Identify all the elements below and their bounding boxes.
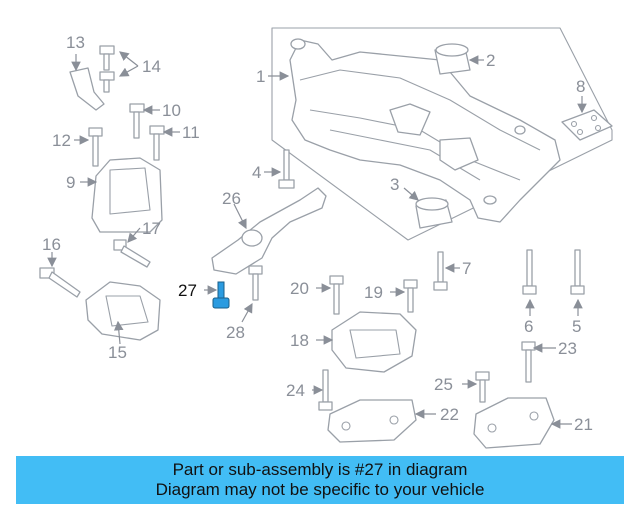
- leader-lines: [47, 51, 587, 429]
- part-20-bolt: [329, 275, 344, 315]
- callout-16: 16: [42, 235, 61, 254]
- banner-line-1: Part or sub-assembly is #27 in diagram: [172, 460, 468, 479]
- part-26-torque-arm: [211, 187, 327, 275]
- part-28-bolt: [248, 265, 263, 301]
- callout-20: 20: [290, 279, 309, 298]
- part-2-mount-bushing: [434, 43, 471, 75]
- part-9-mount: [91, 157, 163, 233]
- callout-14: 14: [142, 57, 161, 76]
- parts-diagram: 1 2 3 4 5 6 7 8 9 10 11 12 13 14 15 16 1…: [39, 27, 613, 449]
- part-8-bracket-plate: [561, 109, 613, 141]
- part-12-bolt: [88, 127, 103, 167]
- callout-11: 11: [182, 123, 200, 142]
- part-16-bolt: [39, 267, 81, 298]
- callout-5: 5: [572, 317, 581, 336]
- part-25-bolt: [475, 371, 490, 403]
- callout-1: 1: [256, 67, 265, 86]
- callout-27: 27: [178, 281, 197, 300]
- part-11-bolt: [149, 125, 165, 161]
- callout-17: 17: [142, 219, 161, 238]
- part-19-bolt: [403, 279, 418, 313]
- callout-labels: 1 2 3 4 5 6 7 8 9 10 11 12 13 14 15 16 1…: [42, 33, 593, 434]
- part-17-bolt: [113, 239, 151, 268]
- callout-4: 4: [252, 163, 261, 182]
- part-10-bolt: [129, 103, 145, 139]
- part-27-bolt-highlighted: [212, 281, 230, 309]
- callout-23: 23: [558, 339, 577, 358]
- part-4-bolt: [278, 149, 295, 189]
- part-23-bolt: [521, 341, 536, 383]
- callout-2: 2: [486, 51, 495, 70]
- subframe-group: [271, 27, 613, 241]
- part-18-transmission-mount: [331, 311, 417, 373]
- callout-18: 18: [290, 331, 309, 350]
- part-21-bracket: [473, 397, 555, 449]
- part-13-bracket: [69, 67, 105, 111]
- callout-15: 15: [108, 343, 127, 362]
- part-22-bracket: [327, 399, 417, 443]
- callout-9: 9: [66, 173, 75, 192]
- banner-line-2: Diagram may not be specific to your vehi…: [155, 480, 485, 499]
- callout-10: 10: [162, 101, 181, 120]
- callout-22: 22: [440, 405, 459, 424]
- callout-13: 13: [66, 33, 85, 52]
- part-6-bolt: [522, 249, 537, 295]
- callout-24: 24: [286, 381, 305, 400]
- part-3-mount-bushing: [415, 197, 453, 229]
- callout-3: 3: [390, 175, 399, 194]
- callout-7: 7: [462, 259, 471, 278]
- info-banner: Part or sub-assembly is #27 in diagram D…: [16, 456, 624, 504]
- callout-6: 6: [524, 317, 533, 336]
- callout-21: 21: [574, 415, 593, 434]
- callout-19: 19: [364, 283, 383, 302]
- callout-25: 25: [434, 375, 453, 394]
- callout-8: 8: [576, 77, 585, 96]
- callout-28: 28: [226, 323, 245, 342]
- part-5-bolt: [570, 249, 585, 295]
- part-14-bolts: [99, 45, 115, 93]
- callout-26: 26: [222, 189, 241, 208]
- part-15-mount-bracket: [85, 281, 161, 341]
- part-7-bolt: [433, 251, 448, 291]
- callout-12: 12: [52, 131, 71, 150]
